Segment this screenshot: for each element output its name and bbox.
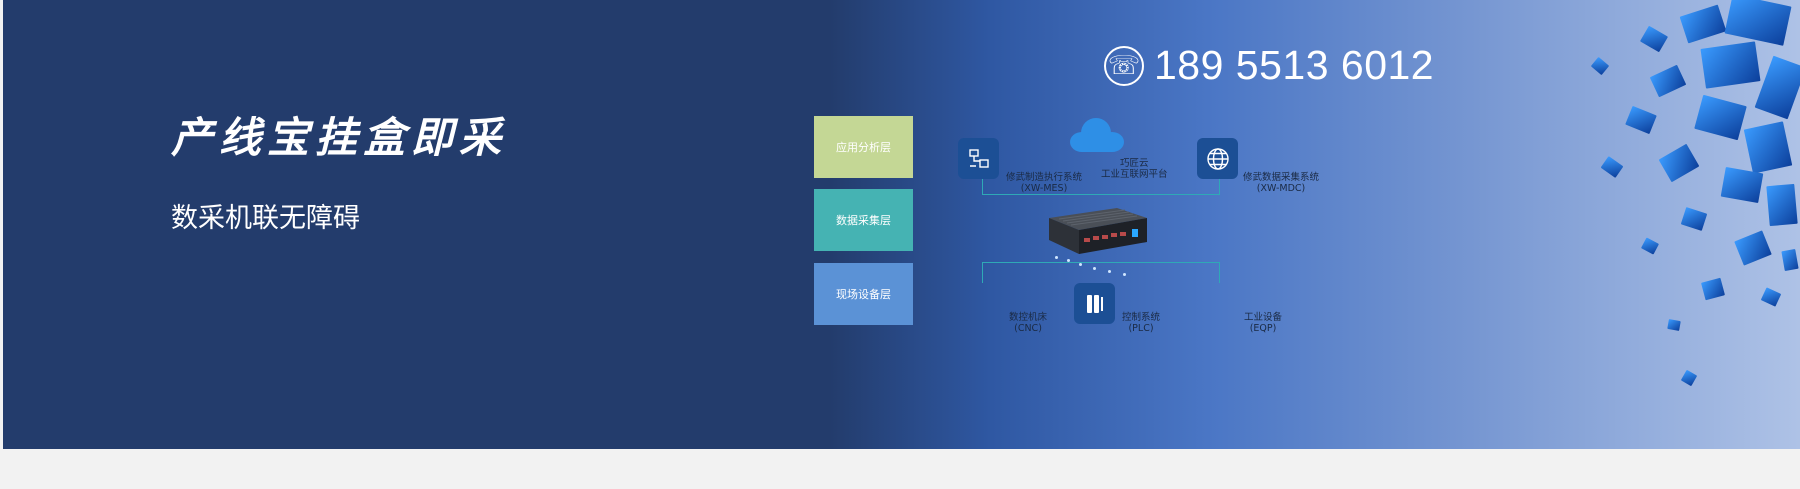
subheadline: 数采机联无障碍 xyxy=(171,203,360,234)
headline: 产线宝挂盒即采 xyxy=(171,113,508,162)
led-dot xyxy=(1067,259,1070,262)
mes-network-icon xyxy=(958,138,999,179)
layer-field-devices: 现场设备层 xyxy=(814,263,913,325)
layer-application-analysis: 应用分析层 xyxy=(814,116,913,178)
led-dot xyxy=(1108,270,1111,273)
cloud-icon xyxy=(1066,113,1128,155)
cnc-label: 数控机床 (CNC) xyxy=(1009,312,1048,334)
mdc-label: 修武数据采集系统 (XW-MDC) xyxy=(1243,172,1320,194)
plc-label: 控制系统 (PLC) xyxy=(1122,312,1161,334)
plc-icon xyxy=(1074,283,1115,324)
eqp-label: 工业设备 (EQP) xyxy=(1244,312,1283,334)
iot-gateway-device xyxy=(1039,204,1151,262)
led-dot xyxy=(1079,263,1082,266)
globe-icon xyxy=(1197,138,1238,179)
led-dot xyxy=(1093,267,1096,270)
connector-line xyxy=(982,262,1220,263)
connector-line xyxy=(982,194,1220,195)
layer-data-collection: 数据采集层 xyxy=(814,189,913,251)
hero-banner: ☏ 189 5513 6012 产线宝挂盒即采 数采机联无障碍 应用分析层 数据… xyxy=(3,0,1800,449)
phone-icon: ☏ xyxy=(1104,45,1144,86)
connector-line xyxy=(1219,262,1220,283)
phone-contact[interactable]: ☏ 189 5513 6012 xyxy=(1104,42,1434,89)
decorative-cubes xyxy=(1533,0,1800,440)
led-dot xyxy=(1055,256,1058,259)
connector-line xyxy=(982,262,983,283)
phone-number[interactable]: 189 5513 6012 xyxy=(1154,42,1435,88)
led-dot xyxy=(1123,273,1126,276)
mes-label: 修武制造执行系统 (XW-MES) xyxy=(1006,172,1083,194)
cloud-label: 巧匠云 工业互联网平台 xyxy=(1101,158,1168,180)
